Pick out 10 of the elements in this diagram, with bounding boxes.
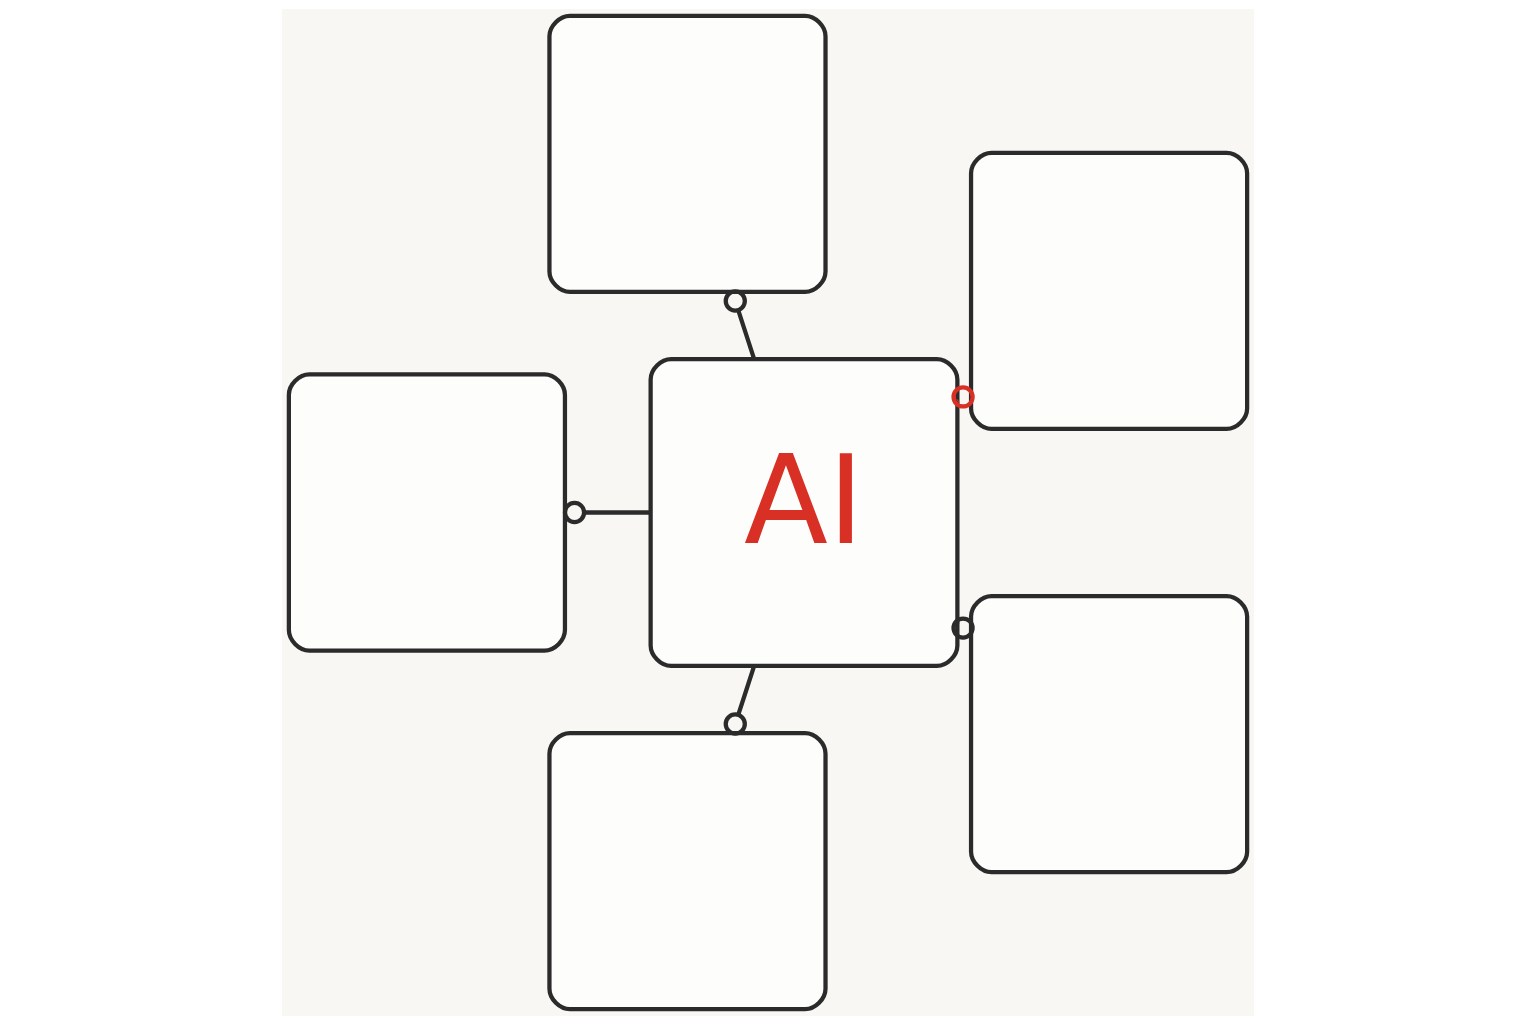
connector: [951, 384, 975, 409]
node-box: [547, 730, 828, 1011]
node-box: [968, 150, 1250, 431]
node-box: [968, 593, 1250, 874]
node-box: [547, 13, 828, 294]
node-box: [286, 371, 568, 653]
connector: [951, 615, 975, 640]
connector: [723, 288, 757, 359]
connector: [562, 500, 651, 524]
connector: [723, 665, 757, 736]
